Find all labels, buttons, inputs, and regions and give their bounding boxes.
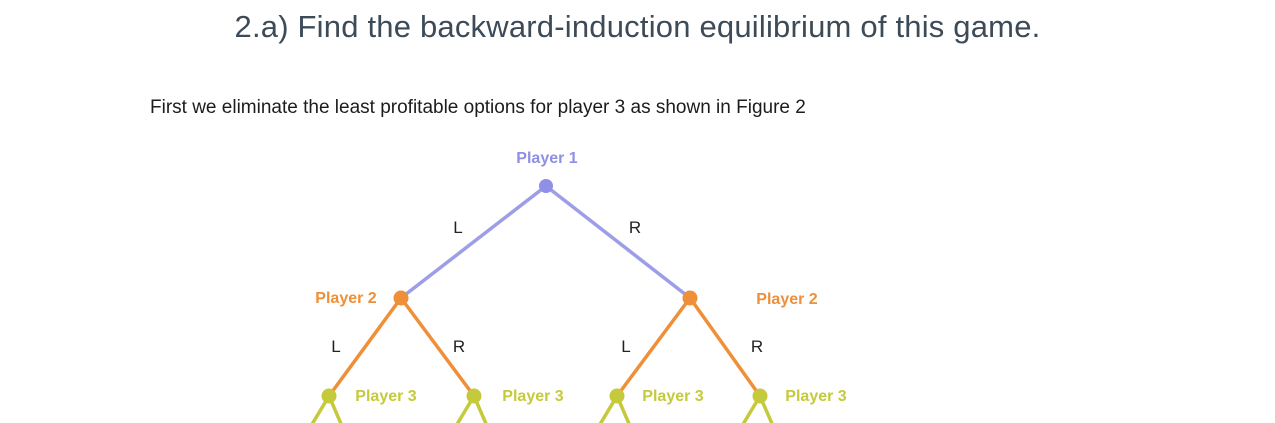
edge-p2left-right [399, 296, 476, 398]
edge-label-root-left: L [453, 218, 463, 237]
edge-label-root-right: R [628, 218, 642, 237]
player3-label-1: Player 3 [355, 388, 417, 405]
player3-label-4: Player 3 [785, 388, 847, 405]
player3-label-3: Player 3 [642, 388, 704, 405]
player3-node-3 [609, 388, 625, 404]
player3-node-2 [466, 388, 482, 404]
player3-label-2: Player 3 [502, 388, 564, 405]
player3-node-4 [752, 388, 768, 404]
edge-p2left-left [327, 296, 403, 398]
intro-text: First we eliminate the least profitable … [150, 97, 806, 118]
player2-right-label: Player 2 [756, 291, 818, 308]
page-title: 2.a) Find the backward-induction equilib… [234, 9, 1041, 44]
player1-label: Player 1 [516, 150, 578, 167]
player2-left-label: Player 2 [315, 290, 377, 307]
player2-right-node [682, 290, 698, 306]
edge-root-right [544, 184, 692, 300]
edge-label-p2left-left: L [331, 337, 341, 356]
edge-p2right-right [688, 296, 762, 398]
edge-label-p2right-right: R [750, 337, 764, 356]
edge-label-p2right-left: L [621, 337, 631, 356]
edge-label-p2left-right: R [452, 337, 466, 356]
player2-left-node [393, 290, 409, 306]
player1-node [539, 179, 553, 193]
player3-node-1 [321, 388, 337, 404]
edge-root-left [399, 184, 548, 300]
edge-p2right-left [615, 296, 692, 398]
